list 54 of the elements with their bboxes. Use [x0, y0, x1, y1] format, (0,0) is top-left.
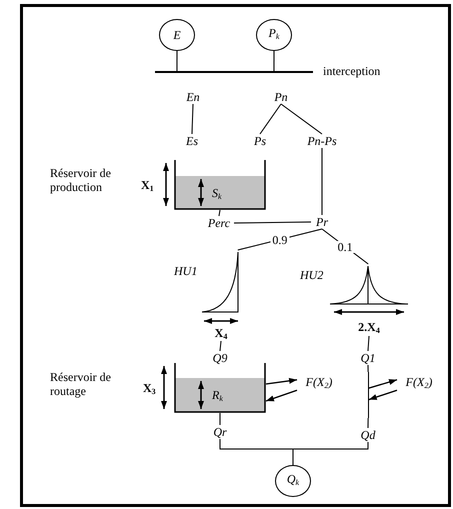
flow-arrow: [266, 390, 298, 402]
variable-label: F(X$_{2}$): [397, 375, 441, 391]
connector-line: [368, 336, 370, 352]
variable-label: Pn-Ps: [301, 134, 343, 148]
flow-arrow: [266, 378, 298, 385]
reservoir-label: Réservoir de production: [50, 166, 112, 194]
variable-label: F(X$_{2}$): [297, 375, 341, 391]
parameter-label: X$_{3}$: [143, 381, 156, 398]
variable-label: R$_{k}$: [212, 388, 223, 405]
variable-label: E: [173, 28, 181, 42]
unit-hydrograph: [330, 264, 408, 336]
variable-circle: [275, 465, 311, 497]
reservoir-tank: [174, 363, 266, 413]
variable-label: Qr: [209, 425, 231, 439]
variable-label: Q$_{k}$: [286, 472, 300, 489]
variable-circle: [159, 19, 195, 51]
variable-label: P$_{k}$: [268, 26, 280, 43]
connector-line: [237, 228, 322, 250]
connector-line: [260, 104, 282, 134]
connector-line: [280, 104, 322, 134]
connector-line: [273, 50, 274, 72]
hydrograph-label: HU1: [174, 264, 198, 278]
edge-label: 0.9: [270, 234, 290, 246]
connector-line: [234, 222, 312, 224]
connector-line: [220, 340, 222, 352]
connector-line: [192, 104, 194, 134]
variable-label: Q1: [357, 351, 379, 365]
channel-line: [368, 372, 369, 418]
connector-line: [292, 442, 368, 466]
parameter-label: 2.X$_{4}$: [357, 320, 381, 337]
process-label: interception: [323, 64, 380, 78]
variable-label: Ps: [249, 134, 271, 148]
variable-label: Perc: [204, 216, 234, 230]
variable-label: En: [180, 90, 206, 104]
variable-circle: [256, 19, 292, 51]
connector-line: [218, 210, 220, 216]
flow-arrow: [368, 390, 398, 400]
connector-line: [368, 364, 369, 372]
flow-arrow: [368, 379, 398, 389]
connector-line: [176, 50, 178, 72]
connector-line: [368, 418, 369, 428]
variable-label: Qd: [357, 428, 379, 442]
reservoir-tank: [174, 160, 266, 210]
variable-label: S$_{k}$: [212, 186, 222, 203]
hydrograph-label: HU2: [300, 268, 324, 282]
edge-label: 0.1: [336, 240, 355, 252]
variable-label: Pn: [268, 90, 294, 104]
variable-label: Es: [181, 134, 203, 148]
parameter-label: X$_{1}$: [141, 178, 154, 195]
variable-label: Q9: [209, 351, 231, 365]
parameter-label: X$_{4}$: [214, 326, 228, 343]
variable-label: Pr: [311, 215, 333, 229]
reservoir-label: Réservoir de routage: [50, 370, 112, 398]
interception-line: [155, 71, 313, 73]
